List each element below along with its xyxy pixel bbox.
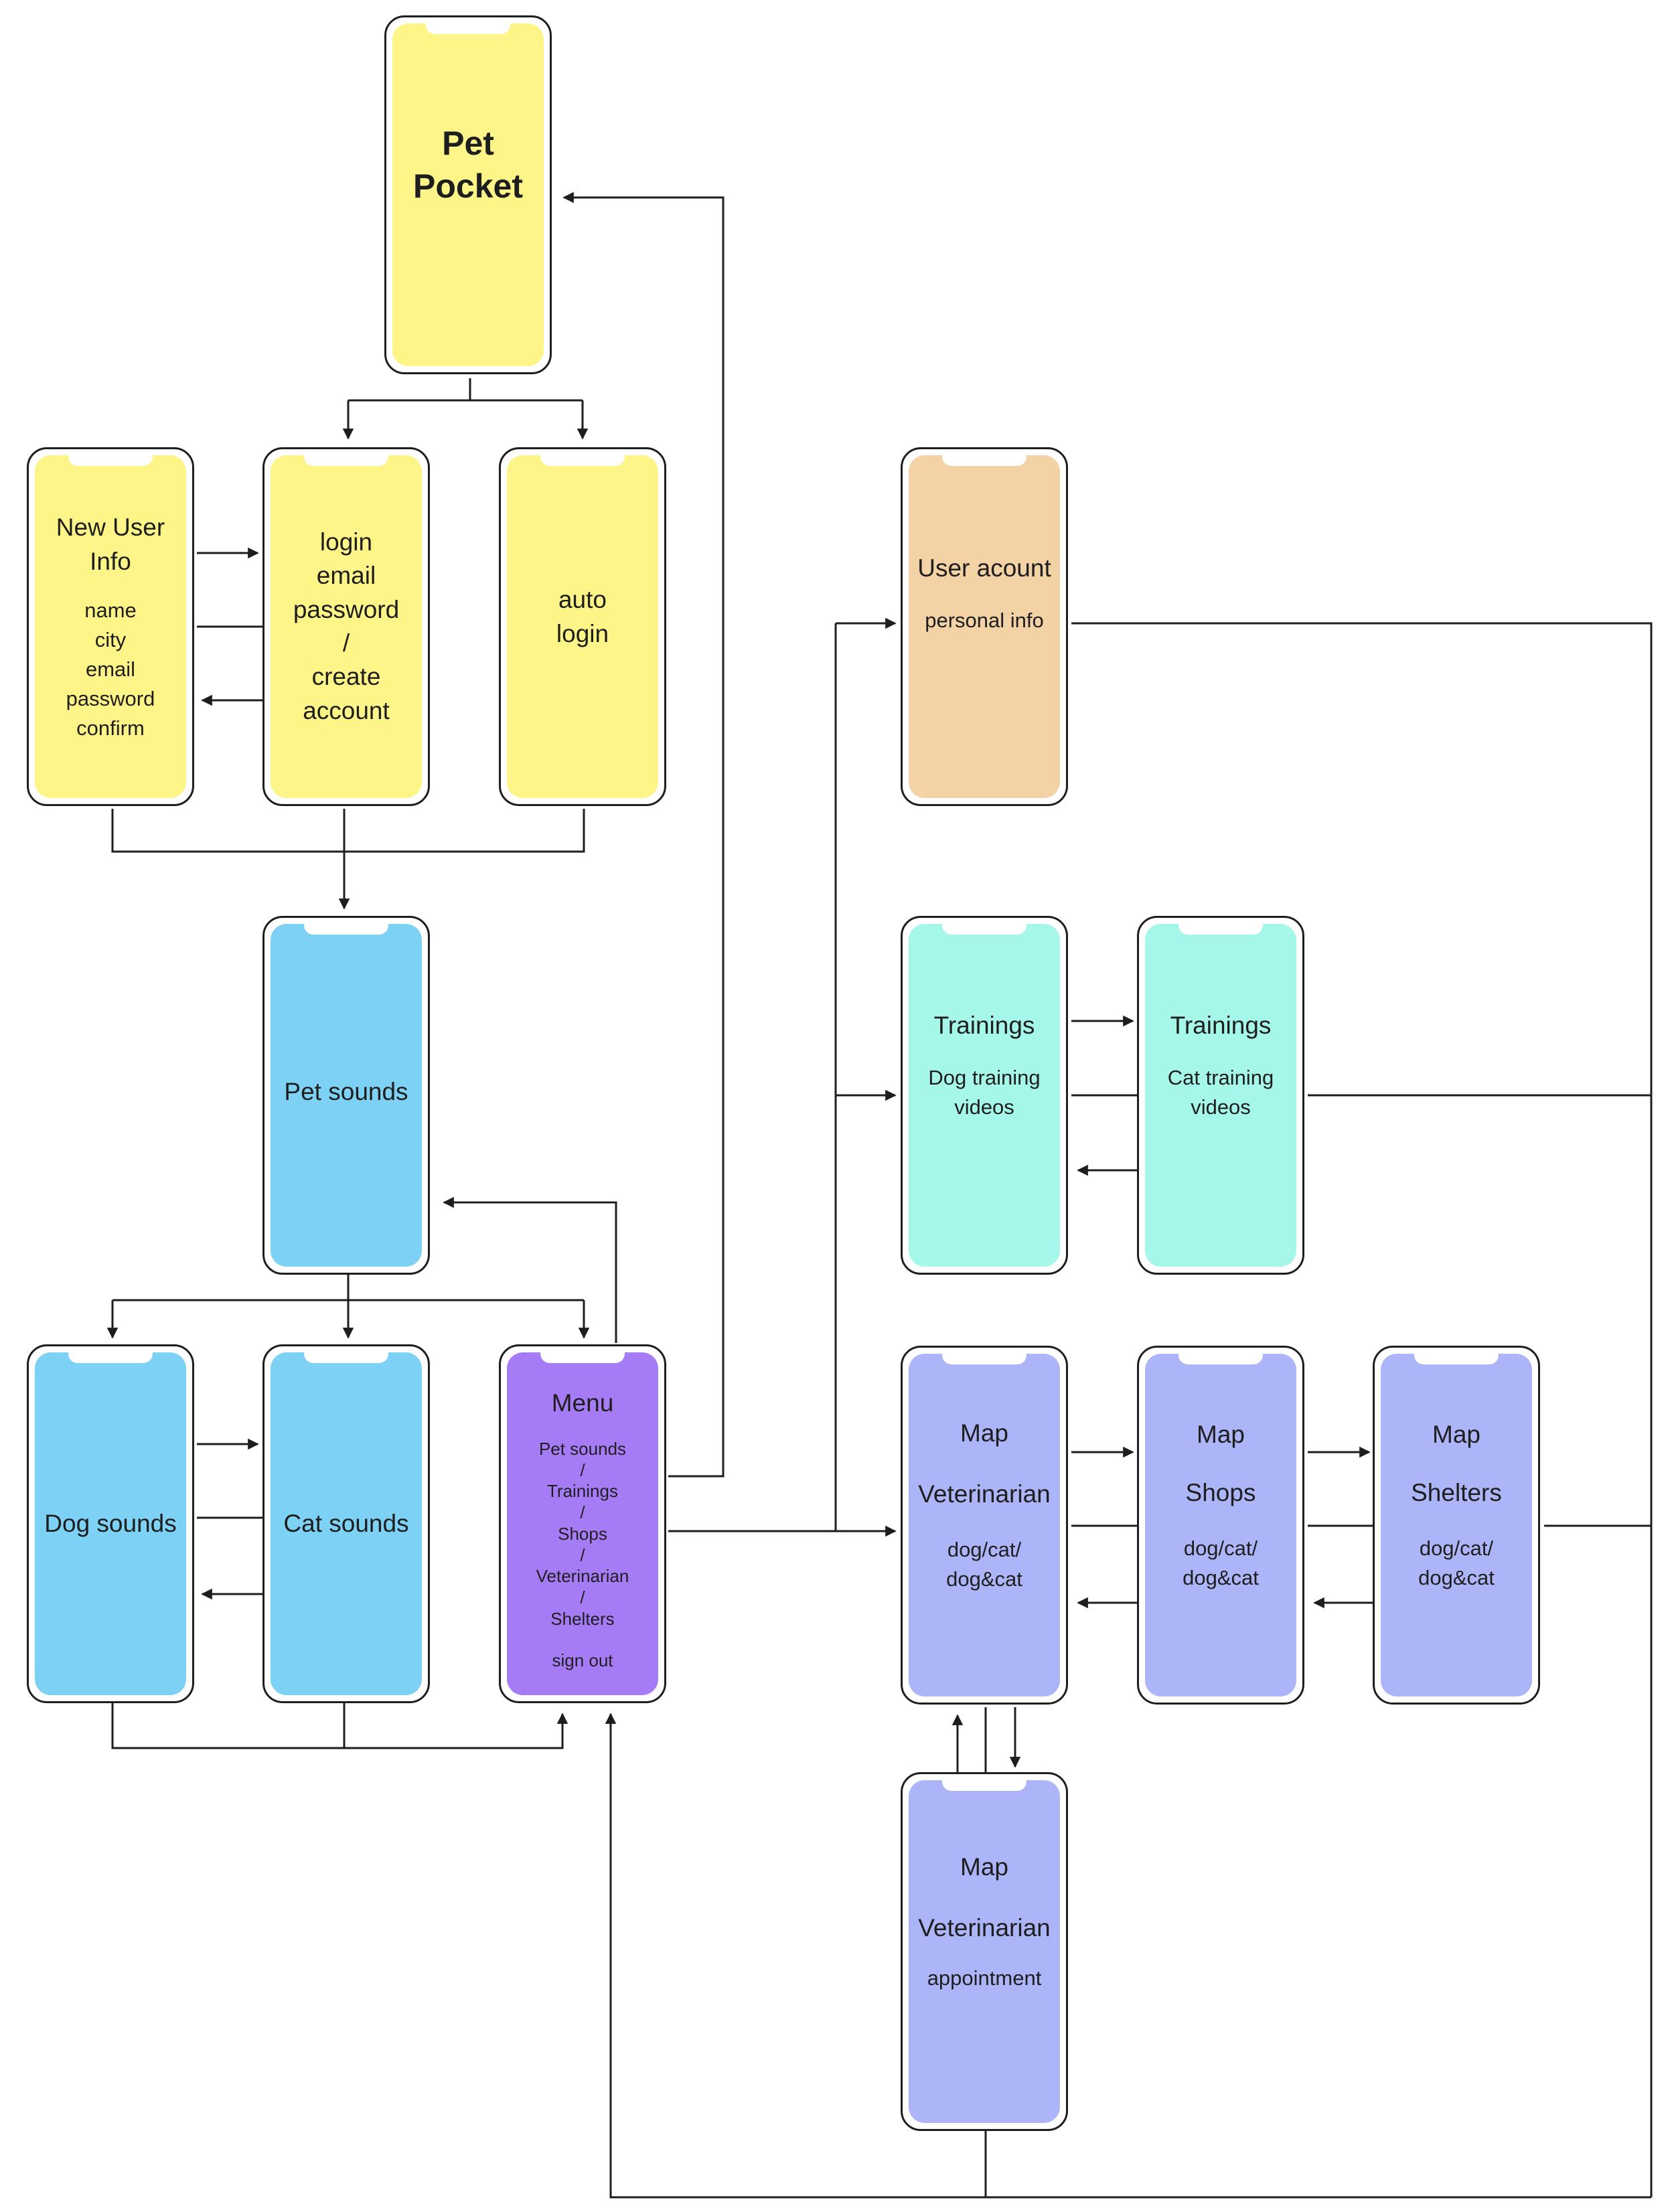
screen-map-shops-title: Map	[1197, 1420, 1245, 1448]
screen-map-vet-appointment-display: Map Veterinarian appointment	[909, 1780, 1060, 2123]
screen-trainings-dog-title: Trainings	[933, 1012, 1035, 1040]
screen-map-shops-detail: dog/cat/ dog&cat	[1183, 1536, 1259, 1590]
phone-notch	[304, 455, 388, 466]
screen-trainings-dog: Trainings Dog training videos	[901, 916, 1068, 1275]
screen-map-vet-display: Map Veterinarian dog/cat/ dog&cat	[909, 1354, 1060, 1696]
screen-menu: Menu Pet sounds / Trainings / Shops / Ve…	[499, 1344, 666, 1703]
screen-user-account: User acount personal info	[901, 447, 1068, 806]
phone-notch	[68, 1352, 153, 1363]
screen-map-vet-title: Map	[960, 1419, 1008, 1447]
screen-pet-sounds: Pet sounds	[262, 916, 430, 1275]
screen-auto-login-title: auto login	[556, 585, 609, 647]
screen-new-user: New User Info name city email password c…	[27, 447, 194, 806]
phone-notch	[540, 455, 625, 466]
connector-useraccount-return	[1071, 622, 1653, 2197]
screen-new-user-fields: name city email password confirm	[66, 599, 155, 740]
screen-login: login email password / create account	[262, 447, 430, 806]
screen-new-user-title: New User Info	[56, 513, 165, 575]
screen-login-display: login email password / create account	[271, 455, 422, 798]
screen-user-account-subtitle: personal info	[925, 608, 1044, 632]
screen-user-account-display: User acount personal info	[909, 455, 1060, 798]
connector-splash-to-login	[348, 399, 583, 439]
screen-menu-items: Pet sounds / Trainings / Shops / Veterin…	[536, 1439, 629, 1629]
phone-notch	[1178, 924, 1263, 935]
screen-map-shelters-display: Map Shelters dog/cat/ dog&cat	[1381, 1354, 1532, 1696]
screen-trainings-dog-display: Trainings Dog training videos	[909, 924, 1060, 1267]
connector-login-row-to-petsounds	[111, 809, 585, 853]
phone-notch	[942, 1354, 1026, 1364]
phone-notch	[942, 1780, 1026, 1791]
phone-notch	[304, 924, 388, 935]
connector-menu-to-splash	[562, 191, 725, 1478]
screen-map-vet-appointment-detail: appointment	[927, 1966, 1042, 1990]
screen-splash-display: Pet Pocket	[392, 23, 544, 366]
screen-map-shops-display: Map Shops dog/cat/ dog&cat	[1145, 1354, 1296, 1696]
screen-trainings-cat: Trainings Cat training videos	[1137, 916, 1304, 1275]
screen-trainings-cat-subtitle: Cat training videos	[1167, 1065, 1274, 1119]
phone-notch	[540, 1352, 625, 1363]
phone-notch	[68, 455, 153, 466]
screen-user-account-title: User acount	[917, 554, 1051, 582]
phone-notch	[304, 1352, 388, 1363]
phone-notch	[1414, 1354, 1499, 1364]
screen-new-user-display: New User Info name city email password c…	[35, 455, 186, 798]
screen-dog-sounds-title: Dog sounds	[44, 1510, 177, 1538]
connector-menu-to-petsounds	[443, 1196, 617, 1343]
screen-dog-sounds: Dog sounds	[27, 1344, 194, 1703]
screen-cat-sounds-display: Cat sounds	[271, 1352, 422, 1695]
screen-trainings-dog-subtitle: Dog training videos	[928, 1065, 1041, 1119]
phone-notch	[1178, 1354, 1263, 1364]
screen-map-shelters-subtitle: Shelters	[1411, 1478, 1502, 1506]
screen-pet-sounds-display: Pet sounds	[271, 924, 422, 1267]
screen-auto-login: auto login	[499, 447, 666, 806]
screen-splash: Pet Pocket	[384, 15, 552, 374]
phone-notch	[942, 924, 1026, 935]
screen-map-vet: Map Veterinarian dog/cat/ dog&cat	[901, 1346, 1068, 1705]
screen-pet-sounds-title: Pet sounds	[284, 1078, 408, 1106]
screen-map-vet-appointment-subtitle: Veterinarian	[918, 1913, 1051, 1942]
screen-map-shelters-detail: dog/cat/ dog&cat	[1418, 1536, 1495, 1590]
screen-menu-sign-out: sign out	[552, 1650, 613, 1670]
screen-map-shops-subtitle: Shops	[1185, 1478, 1256, 1506]
screen-map-vet-appointment-title: Map	[960, 1852, 1008, 1881]
screen-menu-display: Menu Pet sounds / Trainings / Shops / Ve…	[507, 1352, 658, 1695]
screen-login-title: login email password / create account	[293, 528, 400, 724]
screen-map-vet-detail: dog/cat/ dog&cat	[946, 1538, 1022, 1591]
connector-return-to-menu	[605, 1713, 1651, 2199]
phone-notch	[426, 23, 510, 34]
connector-petsounds-stem	[112, 1275, 584, 1301]
screen-dog-sounds-display: Dog sounds	[35, 1352, 186, 1695]
screen-cat-sounds: Cat sounds	[262, 1344, 430, 1703]
screen-map-shelters: Map Shelters dog/cat/ dog&cat	[1373, 1346, 1540, 1705]
screen-map-vet-subtitle: Veterinarian	[918, 1480, 1051, 1508]
screen-cat-sounds-title: Cat sounds	[283, 1510, 409, 1538]
screen-auto-login-display: auto login	[507, 455, 658, 798]
screen-menu-title: Menu	[551, 1389, 614, 1417]
screen-splash-title: Pet Pocket	[413, 125, 523, 205]
screen-trainings-cat-title: Trainings	[1170, 1012, 1272, 1040]
screen-map-shops: Map Shops dog/cat/ dog&cat	[1137, 1346, 1304, 1705]
connector-sounds-to-menu	[111, 1700, 568, 1749]
screen-trainings-cat-display: Trainings Cat training videos	[1145, 924, 1296, 1267]
screen-map-shelters-title: Map	[1432, 1420, 1480, 1448]
screen-map-vet-appointment: Map Veterinarian appointment	[901, 1772, 1068, 2131]
phone-notch	[942, 455, 1026, 466]
